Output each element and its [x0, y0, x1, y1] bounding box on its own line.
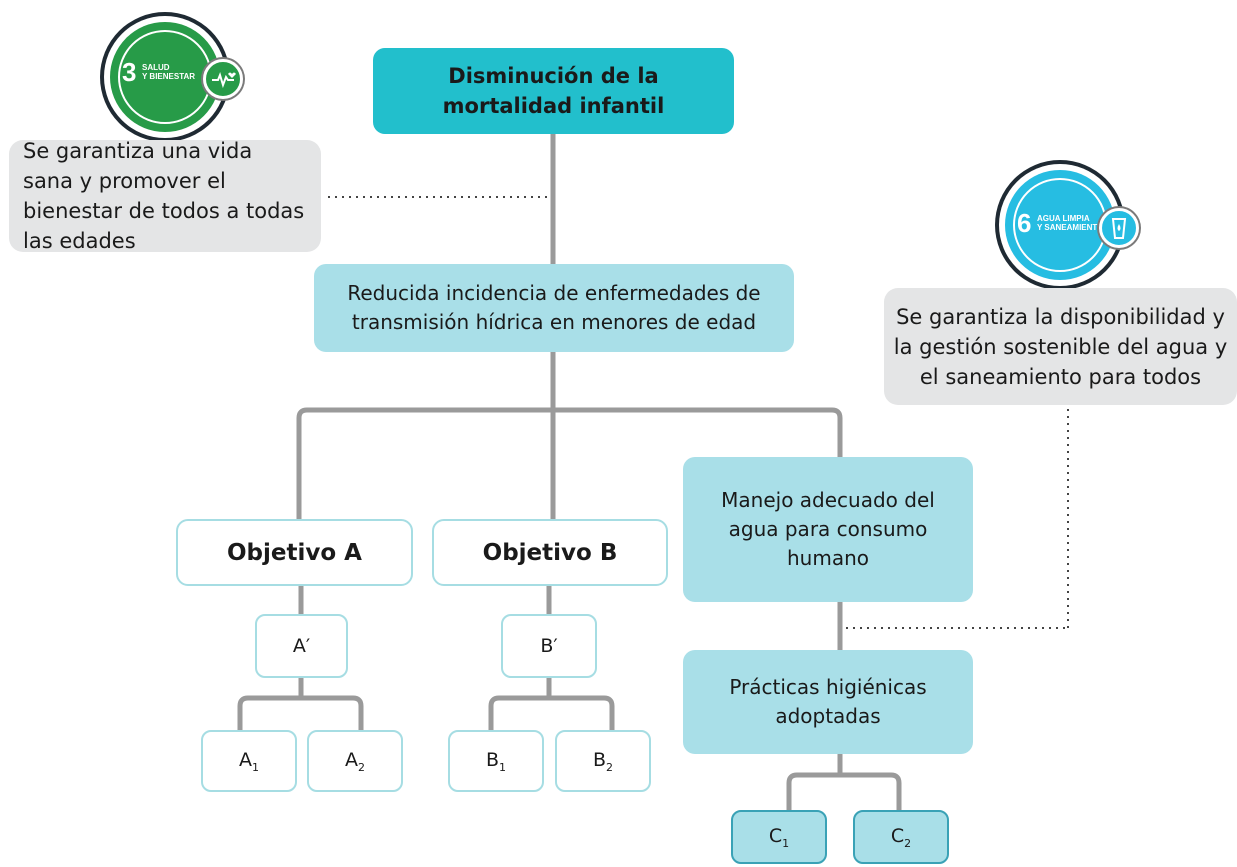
objective-b-leaf-1: B1 [448, 730, 544, 792]
sdg6-badge: 6 AGUA LIMPIA Y SANEAMIENTO [995, 160, 1139, 290]
objective-a-leaf-2: A2 [307, 730, 403, 792]
heartbeat-icon [203, 59, 243, 99]
objective-a-sub-box: A′ [255, 614, 348, 678]
sdg3-number: 3 [122, 57, 137, 87]
sdg3-line1: SALUD [142, 63, 170, 72]
sdg6-line1: AGUA LIMPIA [1037, 214, 1090, 223]
objective-c-leaf-1: C1 [731, 810, 827, 864]
sdg6-note: Se garantiza la disponibilidad y la gest… [884, 288, 1237, 405]
objective-b-box: Objetivo B [432, 519, 668, 586]
outcome-label: Reducida incidencia de enfermedades de t… [347, 281, 761, 334]
objective-c-box: Manejo adecuado del agua para consumo hu… [683, 457, 973, 602]
sdg6-line2: Y SANEAMIENTO [1037, 223, 1104, 232]
objective-b-sub-box: B′ [501, 614, 597, 678]
goal-label: Disminución de la mortalidad infantil [442, 64, 665, 118]
objective-c-sub-box: Prácticas higiénicas adoptadas [683, 650, 973, 754]
objective-a-box: Objetivo A [176, 519, 413, 586]
objective-b-leaf-2: B2 [555, 730, 651, 792]
water-glass-icon [1099, 208, 1139, 248]
sdg3-note: Se garantiza una vida sana y promover el… [9, 139, 321, 253]
sdg6-number: 6 [1017, 208, 1032, 238]
objective-a-leaf-1: A1 [201, 730, 297, 792]
outcome-box: Reducida incidencia de enfermedades de t… [314, 264, 794, 352]
objective-c-leaf-2: C2 [853, 810, 949, 864]
sdg3-badge: 3 SALUD Y BIENESTAR [100, 12, 243, 142]
sdg3-line2: Y BIENESTAR [142, 72, 196, 81]
goal-box: Disminución de la mortalidad infantil [373, 48, 734, 134]
